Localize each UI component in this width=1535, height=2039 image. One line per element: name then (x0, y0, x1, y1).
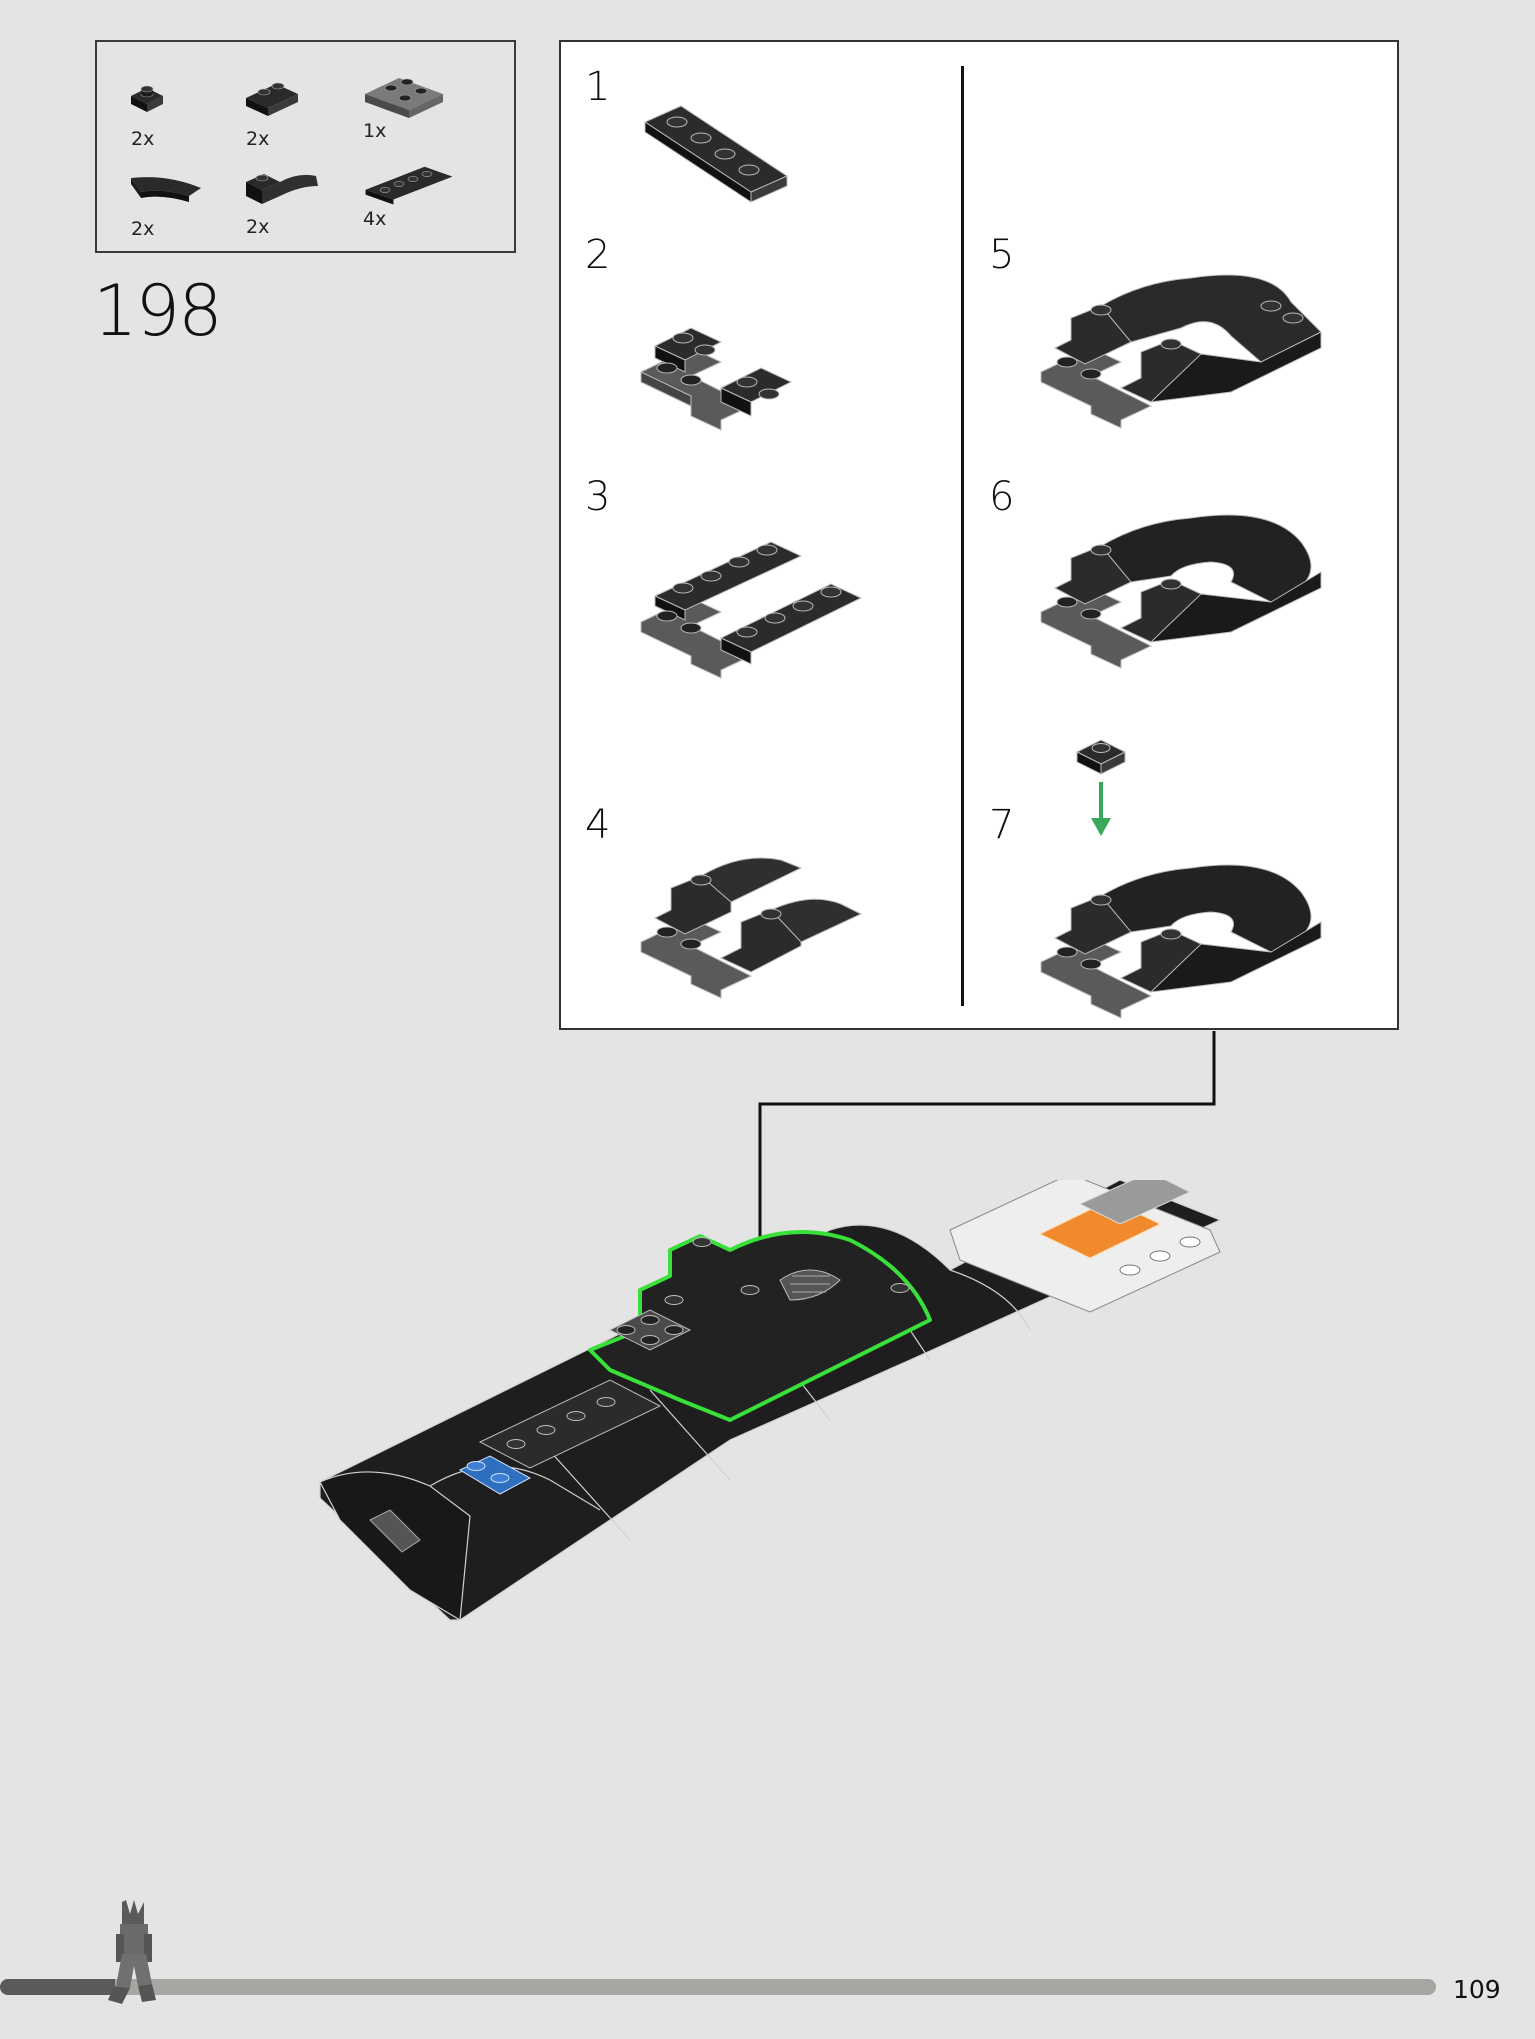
plate-1x2-icon (246, 82, 298, 116)
page-number: 109 (1453, 1975, 1501, 2004)
part-quantity: 2x (131, 218, 155, 240)
plate-1x4-icon (365, 166, 453, 205)
part-quantity: 2x (246, 128, 270, 150)
substep-number: 6 (989, 474, 1015, 520)
part-quantity: 4x (363, 208, 387, 230)
curved-slope-icon (246, 174, 318, 204)
sub-assembly-box: 1 2 3 4 5 6 7 (559, 40, 1399, 1030)
new-subassembly-highlight (588, 1230, 932, 1422)
plate-1x1-icon (131, 85, 163, 112)
substep-number: 3 (585, 474, 611, 520)
substep-number: 4 (585, 802, 611, 848)
part-item: 2x (242, 72, 342, 152)
part-item: 2x (127, 72, 227, 152)
main-model-illustration (319, 1180, 1222, 1622)
part-item: 1x (359, 64, 459, 144)
substep-4-illustration (640, 857, 863, 999)
substep-1-illustration (643, 105, 789, 203)
part-quantity: 2x (246, 216, 270, 238)
parts-list: 2x 2x 1x 2x (95, 40, 516, 253)
connector-arrow (748, 1031, 1216, 1274)
part-item: 2x (242, 160, 342, 240)
part-item: 2x (127, 162, 227, 242)
progress-bar (0, 1979, 1436, 1995)
column-divider (961, 66, 964, 1006)
part-quantity: 2x (131, 128, 155, 150)
substep-3-illustration (640, 541, 863, 679)
substep-number: 1 (585, 64, 611, 110)
substep-6-illustration (1040, 514, 1322, 669)
substep-number: 5 (989, 232, 1015, 278)
minifigure-icon (108, 1900, 156, 2004)
substep-7-illustration (1040, 739, 1322, 1019)
substep-5-illustration (1040, 274, 1322, 429)
part-quantity: 1x (363, 120, 387, 142)
progress-fill (0, 1979, 115, 1995)
step-number: 198 (93, 270, 223, 352)
substep-number: 2 (585, 232, 611, 278)
plate-2x2-icon (365, 78, 443, 118)
curved-tile-icon (131, 177, 201, 202)
part-item: 4x (359, 152, 459, 232)
substep-number: 7 (989, 802, 1015, 848)
substep-2-illustration (640, 327, 793, 431)
